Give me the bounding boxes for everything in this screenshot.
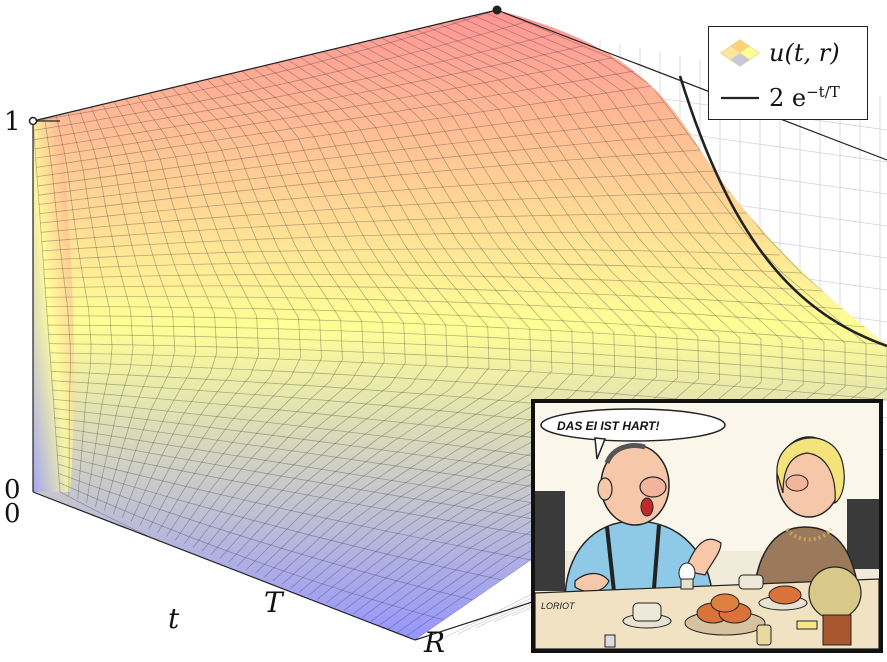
- surface-swatch-icon: [719, 38, 761, 68]
- u-axis-top-marker: [30, 118, 37, 125]
- legend: u(t, r) 2 e−t/T: [708, 26, 868, 120]
- cartoon-signature: LORIOT: [541, 601, 576, 611]
- legend-label-surface: u(t, r): [769, 39, 840, 67]
- axis-label-t: t: [168, 602, 180, 635]
- legend-label-line: 2 e−t/T: [769, 83, 840, 112]
- tick-label-t-0: 0: [4, 499, 21, 529]
- legend-entry-surface: u(t, r): [719, 33, 840, 73]
- line-swatch-icon: [719, 82, 761, 112]
- apex-marker: [493, 6, 502, 15]
- speech-bubble-text: DAS EI IST HART!: [557, 419, 659, 433]
- tick-label-u-1: 1: [4, 107, 21, 137]
- inset-cartoon: DAS EI IST HART!: [531, 399, 883, 653]
- legend-entry-line: 2 e−t/T: [719, 77, 840, 117]
- tick-label-t-T: T: [264, 586, 285, 619]
- cartoon-illustration: DAS EI IST HART!: [535, 403, 879, 649]
- tick-label-r-R: R: [423, 626, 445, 658]
